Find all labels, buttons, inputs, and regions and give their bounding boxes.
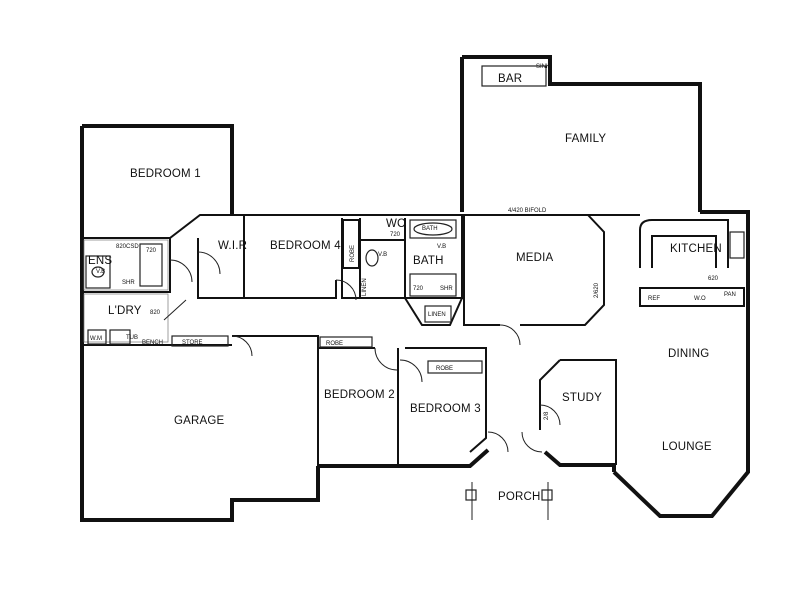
fixture-labels: SINK 4/420 BIFOLD V.B SHR 820CSD 720 820… bbox=[90, 64, 736, 420]
label-sink: SINK bbox=[536, 64, 550, 70]
label-ens-vb: V.B bbox=[96, 269, 105, 275]
fixtures bbox=[83, 65, 745, 374]
door-swings bbox=[163, 251, 561, 520]
label-lounge: LOUNGE bbox=[662, 441, 712, 453]
label-bifold: 4/420 BIFOLD bbox=[508, 208, 547, 214]
label-media: MEDIA bbox=[516, 252, 554, 264]
label-robe-garage: ROBE bbox=[326, 341, 343, 347]
label-ens: ENS bbox=[88, 255, 112, 267]
label-study-dim: 2/8 bbox=[544, 411, 550, 420]
label-bedroom2: BEDROOM 2 bbox=[324, 389, 395, 401]
label-family: FAMILY bbox=[565, 133, 606, 145]
label-robe-b4: ROBE bbox=[350, 245, 356, 262]
label-ens-dim: 820CSD bbox=[116, 244, 139, 250]
room-labels: BEDROOM 1 W.I.R BEDROOM 4 ENS L'DRY GARA… bbox=[88, 73, 722, 503]
label-bath-tub: BATH bbox=[422, 226, 438, 232]
label-kitchen: KITCHEN bbox=[670, 243, 722, 255]
label-porch: PORCH bbox=[498, 491, 541, 503]
label-bath: BATH bbox=[413, 255, 444, 267]
label-kitchen-dim: 620 bbox=[708, 276, 719, 282]
label-store: STORE bbox=[182, 340, 203, 346]
label-bench: BENCH bbox=[142, 340, 163, 346]
label-study: STUDY bbox=[562, 392, 602, 404]
label-ens-shr: SHR bbox=[122, 280, 135, 286]
label-bedroom1: BEDROOM 1 bbox=[130, 168, 201, 180]
label-linen-b4: LINEN bbox=[362, 278, 368, 296]
label-bath-shr: SHR bbox=[440, 286, 453, 292]
label-ens-dim2: 720 bbox=[146, 248, 157, 254]
label-wc-vb: V.B bbox=[378, 252, 387, 258]
label-wc: WC bbox=[386, 218, 406, 230]
label-linen-hall: LINEN bbox=[428, 312, 446, 318]
label-bath-dim: 720 bbox=[413, 286, 424, 292]
porch-posts bbox=[465, 489, 553, 501]
label-ldry-dim: 820 bbox=[150, 310, 161, 316]
label-media-dim: 2/620 bbox=[594, 282, 600, 298]
label-ref: REF bbox=[648, 296, 660, 302]
label-bedroom3: BEDROOM 3 bbox=[410, 403, 481, 415]
label-wo: W.O bbox=[694, 296, 706, 302]
interior-walls bbox=[82, 214, 745, 466]
label-garage: GARAGE bbox=[174, 415, 225, 427]
label-bar: BAR bbox=[498, 73, 522, 85]
label-ldry: L'DRY bbox=[108, 305, 142, 317]
label-bedroom4: BEDROOM 4 bbox=[270, 240, 341, 252]
exterior-walls bbox=[80, 55, 750, 522]
label-wir: W.I.R bbox=[218, 240, 247, 252]
label-dining: DINING bbox=[668, 348, 709, 360]
label-wc-dim: 720 bbox=[390, 232, 401, 238]
label-robe-b3: ROBE bbox=[436, 366, 453, 372]
label-bath-vb: V.B bbox=[437, 244, 446, 250]
label-tub: TUB bbox=[126, 335, 138, 341]
label-pan: PAN bbox=[724, 292, 736, 298]
label-wm: W.M bbox=[90, 336, 102, 342]
